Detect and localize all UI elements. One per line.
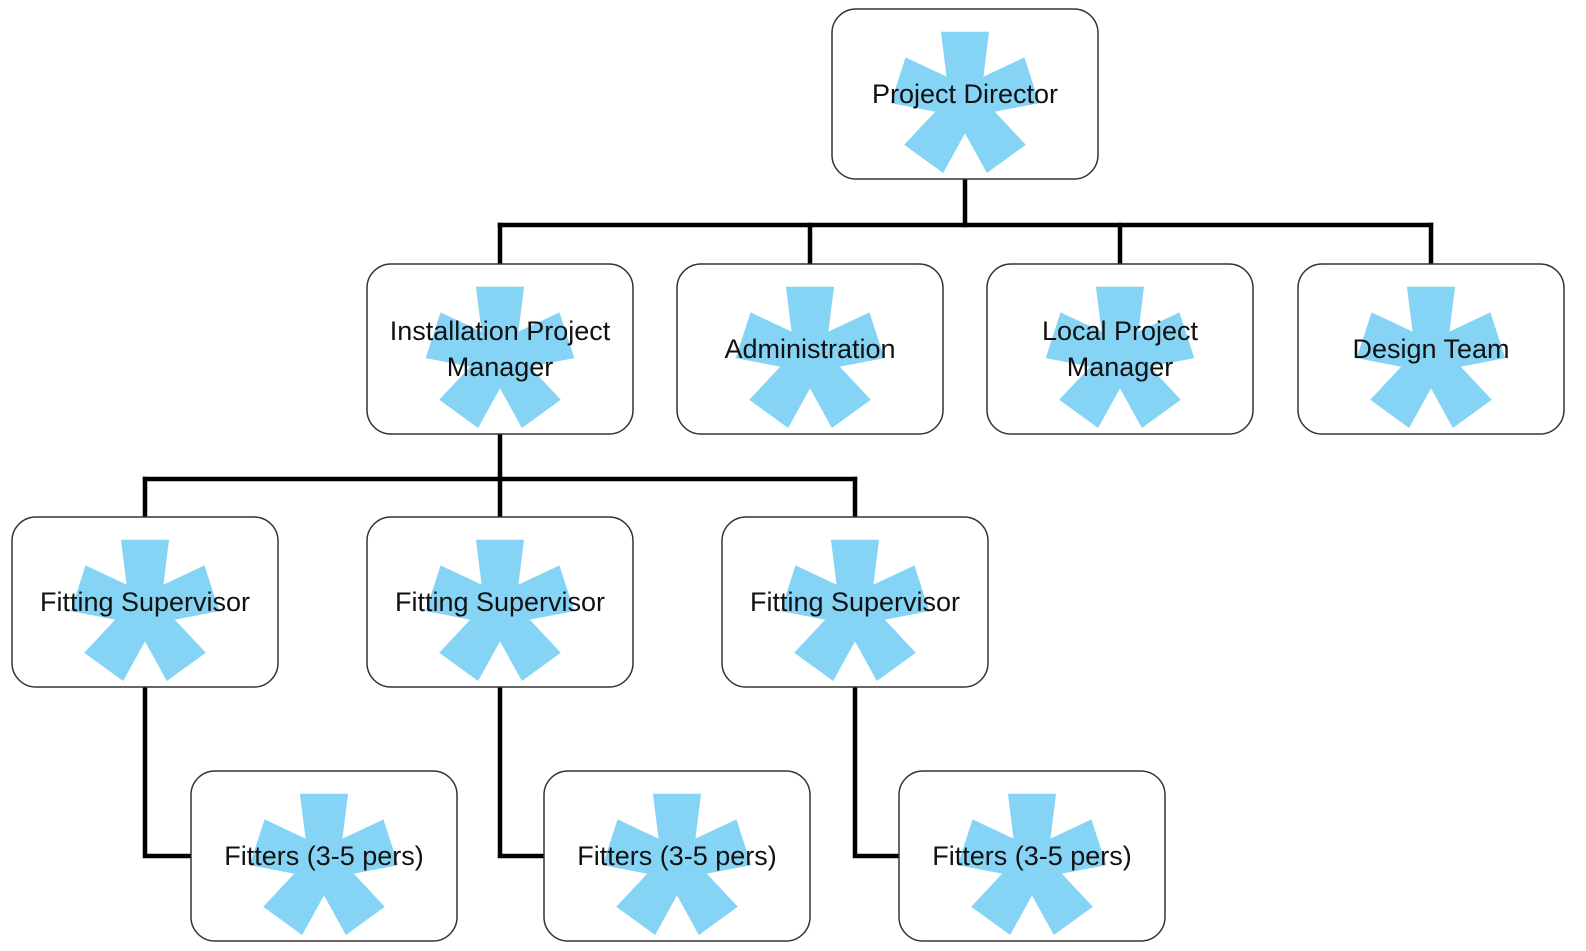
node-fitters-3: Fitters (3-5 pers) <box>898 770 1166 942</box>
connector-line <box>142 684 194 859</box>
node-label-line: Project Director <box>872 79 1058 109</box>
node-label: Fitting Supervisor <box>750 587 960 617</box>
node-label-line: Fitters (3-5 pers) <box>224 841 424 871</box>
node-fitting-supervisor-3: Fitting Supervisor <box>721 516 989 688</box>
node-label: Project Director <box>872 79 1058 109</box>
node-label: Fitters (3-5 pers) <box>224 841 424 871</box>
node-fitting-supervisor-1: Fitting Supervisor <box>11 516 279 688</box>
node-fitting-supervisor-2: Fitting Supervisor <box>366 516 634 688</box>
node-administration: Administration <box>676 263 944 435</box>
node-label: Fitting Supervisor <box>395 587 605 617</box>
node-label-line: Fitting Supervisor <box>750 587 960 617</box>
node-label-line: Fitters (3-5 pers) <box>932 841 1132 871</box>
node-design-team: Design Team <box>1297 263 1565 435</box>
node-label-line: Fitting Supervisor <box>395 587 605 617</box>
node-label-line: Administration <box>724 334 895 364</box>
node-label-line: Manager <box>1067 352 1174 382</box>
node-fitters-1: Fitters (3-5 pers) <box>190 770 458 942</box>
node-label-line: Local Project <box>1042 316 1199 346</box>
node-label: Fitters (3-5 pers) <box>577 841 777 871</box>
node-project-director: Project Director <box>831 8 1099 180</box>
node-label: Administration <box>724 334 895 364</box>
node-label-line: Fitters (3-5 pers) <box>577 841 777 871</box>
node-label-line: Manager <box>447 352 554 382</box>
node-label-line: Installation Project <box>390 316 611 346</box>
node-fitters-2: Fitters (3-5 pers) <box>543 770 811 942</box>
node-label: Design Team <box>1352 334 1509 364</box>
connector-layer <box>142 176 1434 859</box>
connector-line <box>497 684 547 859</box>
node-box <box>986 263 1254 435</box>
node-label-line: Design Team <box>1352 334 1509 364</box>
node-label: Fitting Supervisor <box>40 587 250 617</box>
node-label: Fitters (3-5 pers) <box>932 841 1132 871</box>
connector-line <box>852 684 902 859</box>
node-box <box>366 263 634 435</box>
node-label-line: Fitting Supervisor <box>40 587 250 617</box>
